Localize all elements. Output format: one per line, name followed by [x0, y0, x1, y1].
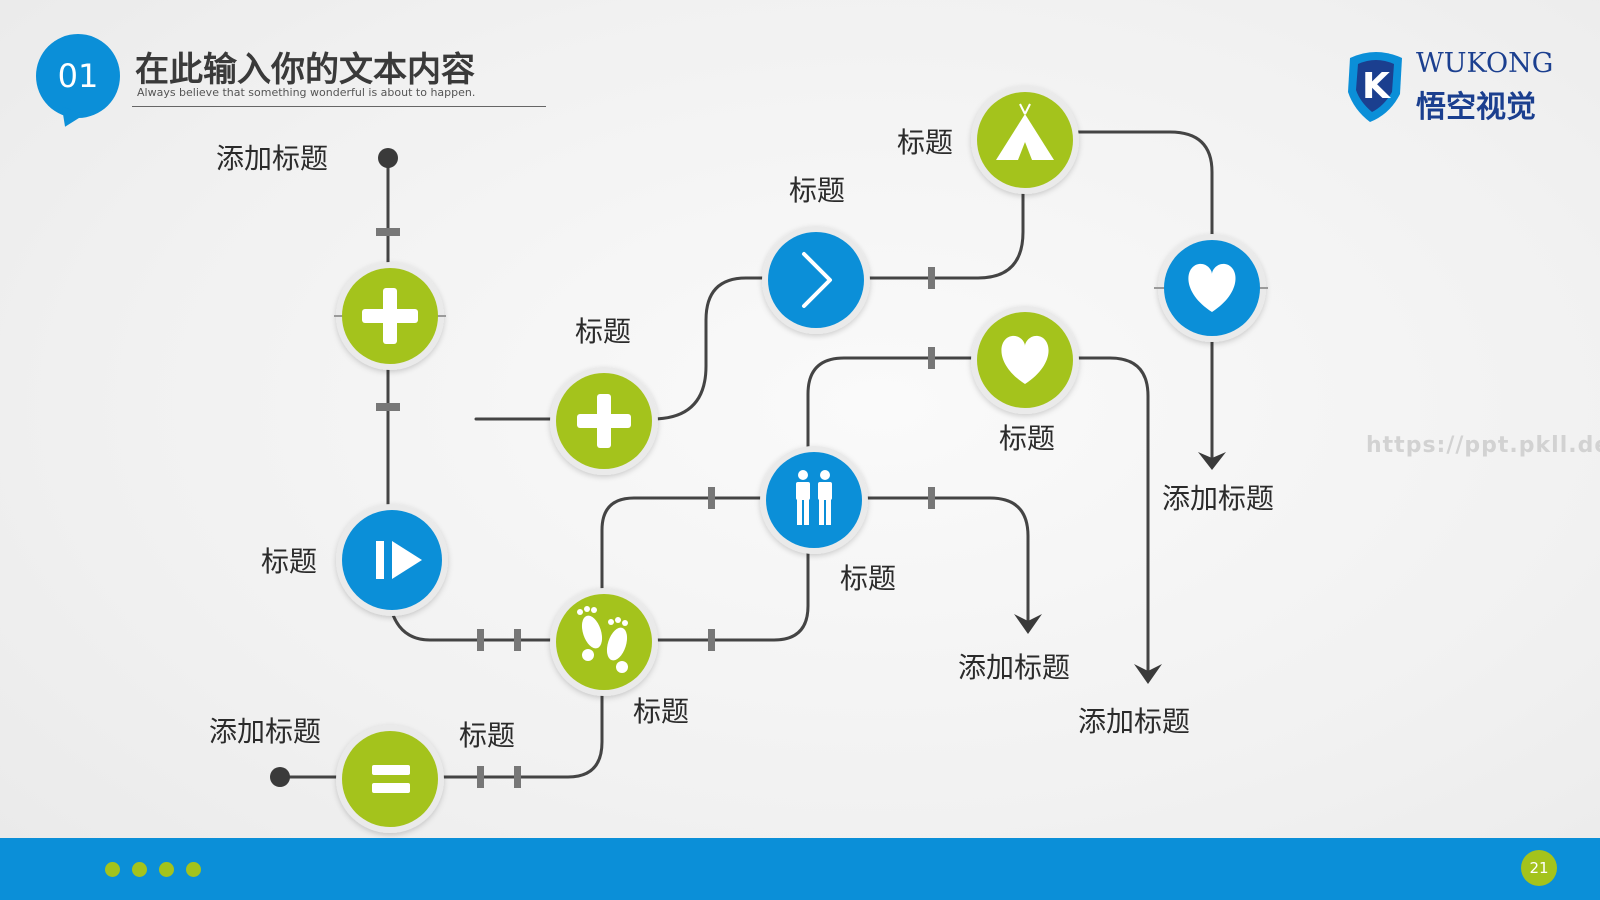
- section-number: 01: [57, 57, 99, 95]
- label-title-equals: 标题: [458, 719, 516, 752]
- label-add-title-arrow-mid1: 添加标题: [957, 651, 1071, 684]
- start-dot: [270, 767, 290, 787]
- start-dot: [378, 148, 398, 168]
- footer-dot: [159, 862, 174, 877]
- node-equals: [336, 725, 444, 833]
- footer-dot: [186, 862, 201, 877]
- tick-mark: [514, 629, 521, 651]
- tick-mark: [928, 347, 935, 369]
- footprints-icon: [577, 606, 628, 673]
- tick-mark: [477, 766, 484, 788]
- connector-line: [1068, 130, 1214, 238]
- section-number-badge: 01: [36, 34, 120, 118]
- title-divider: [132, 106, 546, 107]
- label-add-title-bottom-left: 添加标题: [208, 715, 322, 748]
- tick-mark: [928, 267, 935, 289]
- footer-bar: 21: [0, 838, 1600, 900]
- page-number-badge: 21: [1521, 850, 1557, 886]
- label-title-people: 标题: [839, 562, 897, 595]
- heart-icon: [1188, 263, 1236, 312]
- brand-logo: K WUKONG 悟空视觉: [1340, 44, 1560, 125]
- logo-mark-icon: K: [1348, 52, 1402, 122]
- label-title-tent: 标题: [896, 126, 954, 159]
- tick-mark: [928, 487, 935, 509]
- arrowhead-icon: [1014, 614, 1042, 634]
- connector-line: [858, 496, 1030, 624]
- node-people: [760, 446, 868, 554]
- node-heart-mid: [971, 306, 1079, 414]
- watermark: https://ppt.pkll.de: [1366, 433, 1600, 458]
- arrowhead-icon: [1134, 664, 1162, 684]
- connector-line: [600, 496, 768, 600]
- tick-mark: [477, 629, 484, 651]
- node-feet: [550, 588, 658, 696]
- label-add-title-arrow-mid2: 添加标题: [1077, 705, 1191, 738]
- plus-icon: [577, 394, 631, 448]
- footer-dot: [132, 862, 147, 877]
- plus-icon: [362, 288, 418, 344]
- tick-mark: [514, 766, 521, 788]
- page-subtitle: Always believe that something wonderful …: [137, 86, 476, 99]
- heart-icon: [1001, 335, 1049, 384]
- connector-line: [1068, 356, 1150, 674]
- arrowhead-icon: [1198, 452, 1226, 470]
- tent-icon: [996, 103, 1054, 160]
- label-title-feet: 标题: [632, 695, 690, 728]
- connector-line: [433, 683, 604, 779]
- equals-icon: [372, 765, 410, 793]
- label-add-title-arrow-right: 添加标题: [1161, 482, 1275, 515]
- tick-mark: [376, 228, 400, 236]
- node-plus-mid: [550, 367, 658, 475]
- chevron-right-icon: [802, 252, 832, 308]
- node-play: [336, 504, 448, 616]
- node-plus-left: [334, 262, 446, 370]
- connector-line: [646, 543, 810, 642]
- logo-text-en: WUKONG: [1416, 48, 1554, 79]
- label-title-chevron: 标题: [788, 174, 846, 207]
- label-title-play: 标题: [260, 545, 318, 578]
- footer-dot: [105, 862, 120, 877]
- logo-mark-letter: K: [1362, 66, 1391, 107]
- label-add-title-top: 添加标题: [215, 142, 329, 175]
- node-tent: [971, 86, 1079, 194]
- node-chevron: [762, 226, 870, 334]
- connector-line: [806, 356, 980, 454]
- tick-mark: [376, 403, 400, 411]
- label-title-heart-mid: 标题: [998, 422, 1056, 455]
- logo-text-cn: 悟空视觉: [1416, 90, 1536, 125]
- tick-mark: [708, 629, 715, 651]
- people-icon: [796, 470, 832, 525]
- label-title-plus-mid: 标题: [574, 315, 632, 348]
- connector-line: [860, 186, 1025, 280]
- tick-mark: [708, 487, 715, 509]
- page-number: 21: [1529, 859, 1549, 877]
- page-title: 在此输入你的文本内容: [135, 50, 475, 90]
- play-icon: [376, 541, 422, 579]
- connector-line: [650, 276, 772, 421]
- node-heart-right: [1154, 234, 1268, 342]
